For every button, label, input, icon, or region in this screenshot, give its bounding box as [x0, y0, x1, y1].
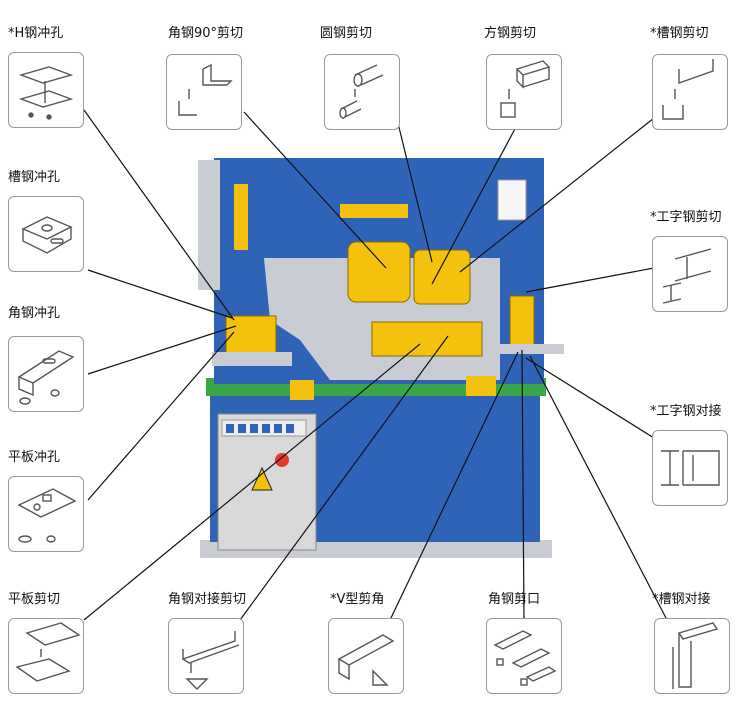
box-ibeam-butt	[652, 430, 728, 506]
box-ibeam-shear	[652, 236, 728, 312]
plate-shear-icon	[15, 622, 81, 682]
angle-notch-icon	[493, 630, 557, 686]
label-plate-punch: 平板冲孔	[8, 450, 61, 465]
box-angle90-shear	[166, 54, 242, 130]
angle-90-shear-icon	[178, 63, 233, 116]
label-angle-butt-shear: 角钢对接剪切	[168, 592, 247, 607]
box-channel-shear	[652, 54, 728, 130]
label-h-punch: *H钢冲孔	[8, 26, 64, 41]
notch-table	[492, 344, 564, 354]
i-beam-butt-icon	[661, 450, 720, 486]
shear-station-bar	[413, 249, 471, 305]
square-bar-shear-icon	[500, 60, 551, 118]
machine-foot-right	[466, 376, 496, 396]
box-angle-notch	[486, 618, 562, 694]
label-angle90-shear: 角钢90°剪切	[168, 26, 244, 41]
machine-left-column	[198, 160, 220, 290]
i-beam-shear-icon	[662, 248, 712, 304]
label-channel-butt: *槽钢对接	[652, 592, 711, 607]
box-v-notch	[328, 618, 404, 694]
warning-label	[497, 179, 527, 221]
machine-top-yellow-bar	[340, 204, 408, 218]
machine-left-yellow-bar	[234, 184, 248, 250]
channel-shear-icon	[662, 59, 714, 120]
angle-butt-shear-icon	[182, 631, 240, 690]
plate-punch-icon	[17, 488, 77, 543]
h-beam-punch-icon	[18, 66, 74, 120]
notch-station	[509, 295, 535, 351]
channel-punch-icon	[21, 216, 73, 254]
label-angle-notch: 角钢剪口	[488, 592, 541, 607]
label-square-shear: 方钢剪切	[484, 26, 537, 41]
punch-station	[225, 315, 277, 355]
box-angle-punch	[8, 336, 84, 412]
label-round-shear: 圆钢剪切	[320, 26, 373, 41]
label-channel-shear: *槽钢剪切	[650, 26, 709, 41]
label-ibeam-butt: *工字钢对接	[650, 404, 722, 419]
box-plate-punch	[8, 476, 84, 552]
box-angle-butt-shear	[168, 618, 244, 694]
box-h-punch	[8, 52, 84, 128]
box-plate-shear	[8, 618, 84, 694]
box-channel-butt	[654, 618, 730, 694]
channel-butt-icon	[672, 622, 719, 689]
label-ibeam-shear: *工字钢剪切	[650, 210, 722, 225]
punch-table	[212, 352, 292, 366]
label-channel-punch: 槽钢冲孔	[8, 170, 61, 185]
label-plate-shear: 平板剪切	[8, 592, 61, 607]
machine-foot-left	[290, 380, 314, 400]
angle-punch-icon	[17, 350, 75, 405]
shear-station-angle	[347, 241, 411, 303]
round-bar-shear-icon	[339, 64, 384, 119]
box-channel-punch	[8, 196, 84, 272]
v-notch-icon	[337, 634, 395, 686]
label-v-notch: *V型剪角	[330, 592, 385, 607]
box-round-shear	[324, 54, 400, 130]
emergency-stop-button	[275, 453, 289, 467]
label-angle-punch: 角钢冲孔	[8, 306, 61, 321]
box-square-shear	[486, 54, 562, 130]
shear-guard	[371, 321, 483, 357]
